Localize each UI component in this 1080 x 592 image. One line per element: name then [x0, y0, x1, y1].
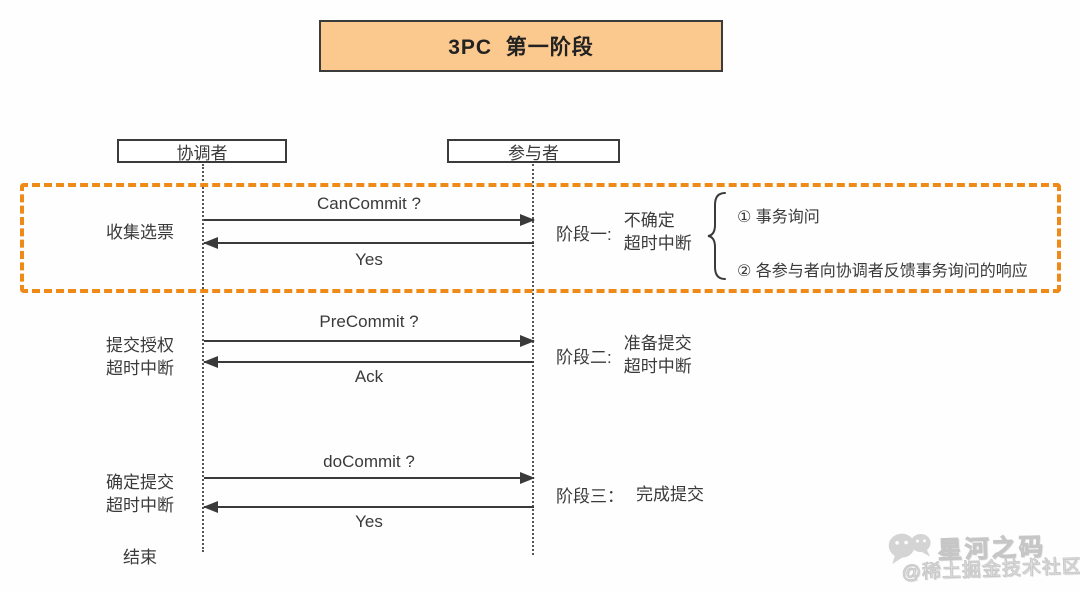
stage1-status-line1: 不确定: [623, 211, 675, 230]
phase2-left-label-line2: 超时中断: [106, 359, 174, 378]
lifeline-participant: [532, 164, 534, 555]
stage3-label: 阶段三：: [556, 487, 624, 506]
message-arrow-precommit: [204, 335, 535, 347]
message-label-yes1: Yes: [355, 250, 383, 269]
wechat-chat-bubbles-icon: [888, 533, 931, 564]
stage3-annotation: 阶段三： 完成提交: [556, 482, 704, 507]
phase1-left-label: 收集选票: [95, 221, 185, 244]
arrowhead-right-icon: [520, 214, 535, 226]
stage1-status: 不确定 超时中断: [624, 209, 692, 255]
phase1-note-1: ① 事务询问: [737, 209, 820, 226]
phase2-left-label: 提交授权 超时中断: [95, 334, 185, 380]
message-label-cancommit: CanCommit ?: [317, 194, 421, 213]
stage2-status-line1: 准备提交: [623, 334, 692, 353]
arrowhead-right-icon: [520, 335, 535, 347]
actor-box-participant: 参与者: [447, 139, 620, 163]
phase3-left-label-line1: 确定提交: [106, 473, 174, 492]
arrowhead-left-icon: [203, 237, 218, 249]
arrowhead-right-icon: [520, 472, 535, 484]
message-label-ack: Ack: [354, 367, 384, 386]
actor-label-coordinator: 协调者: [176, 143, 228, 163]
arrowhead-left-icon: [203, 501, 218, 513]
curly-brace-icon: [707, 192, 726, 280]
watermark-community: @稀土掘金技术社区: [901, 556, 1080, 584]
stage1-status-line2: 超时中断: [623, 234, 692, 253]
phase1-note-2: ② 各参与者向协调者反馈事务询问的响应: [737, 263, 1028, 280]
message-arrow-yes1: [203, 237, 534, 249]
phase2-left-label-line1: 提交授权: [106, 336, 174, 355]
message-label-precommit: PreCommit ?: [319, 312, 419, 331]
stage1-annotation: 阶段一: 不确定 超时中断: [556, 209, 692, 255]
stage2-annotation: 阶段二: 准备提交 超时中断: [556, 332, 692, 378]
actor-label-participant: 参与者: [508, 143, 559, 163]
message-label-yes2: Yes: [355, 512, 383, 531]
actor-box-coordinator: 协调者: [117, 139, 287, 163]
message-label-docommit: doCommit ?: [323, 452, 415, 471]
stage2-status-line2: 超时中断: [623, 357, 692, 376]
diagram-title: 3PC 第一阶段: [319, 20, 723, 72]
phase3-left-label: 确定提交 超时中断: [95, 471, 185, 517]
message-arrow-cancommit: [204, 214, 535, 226]
arrowhead-left-icon: [203, 356, 218, 368]
watermark: 星河之码 @稀土掘金技术社区: [880, 521, 1080, 584]
stage3-status: 完成提交: [636, 485, 704, 504]
stage2-status: 准备提交 超时中断: [624, 332, 692, 378]
message-arrow-docommit: [204, 472, 535, 484]
phase3-left-label-line2: 超时中断: [106, 496, 174, 515]
message-arrow-yes2: [203, 501, 534, 513]
phase1-left-label-line1: 收集选票: [106, 223, 174, 242]
stage2-label: 阶段二:: [556, 347, 612, 367]
end-label: 结束: [123, 548, 157, 567]
phase1-highlight-box: [20, 183, 1061, 293]
message-arrow-ack: [203, 356, 534, 368]
stage1-label: 阶段一:: [556, 224, 612, 244]
